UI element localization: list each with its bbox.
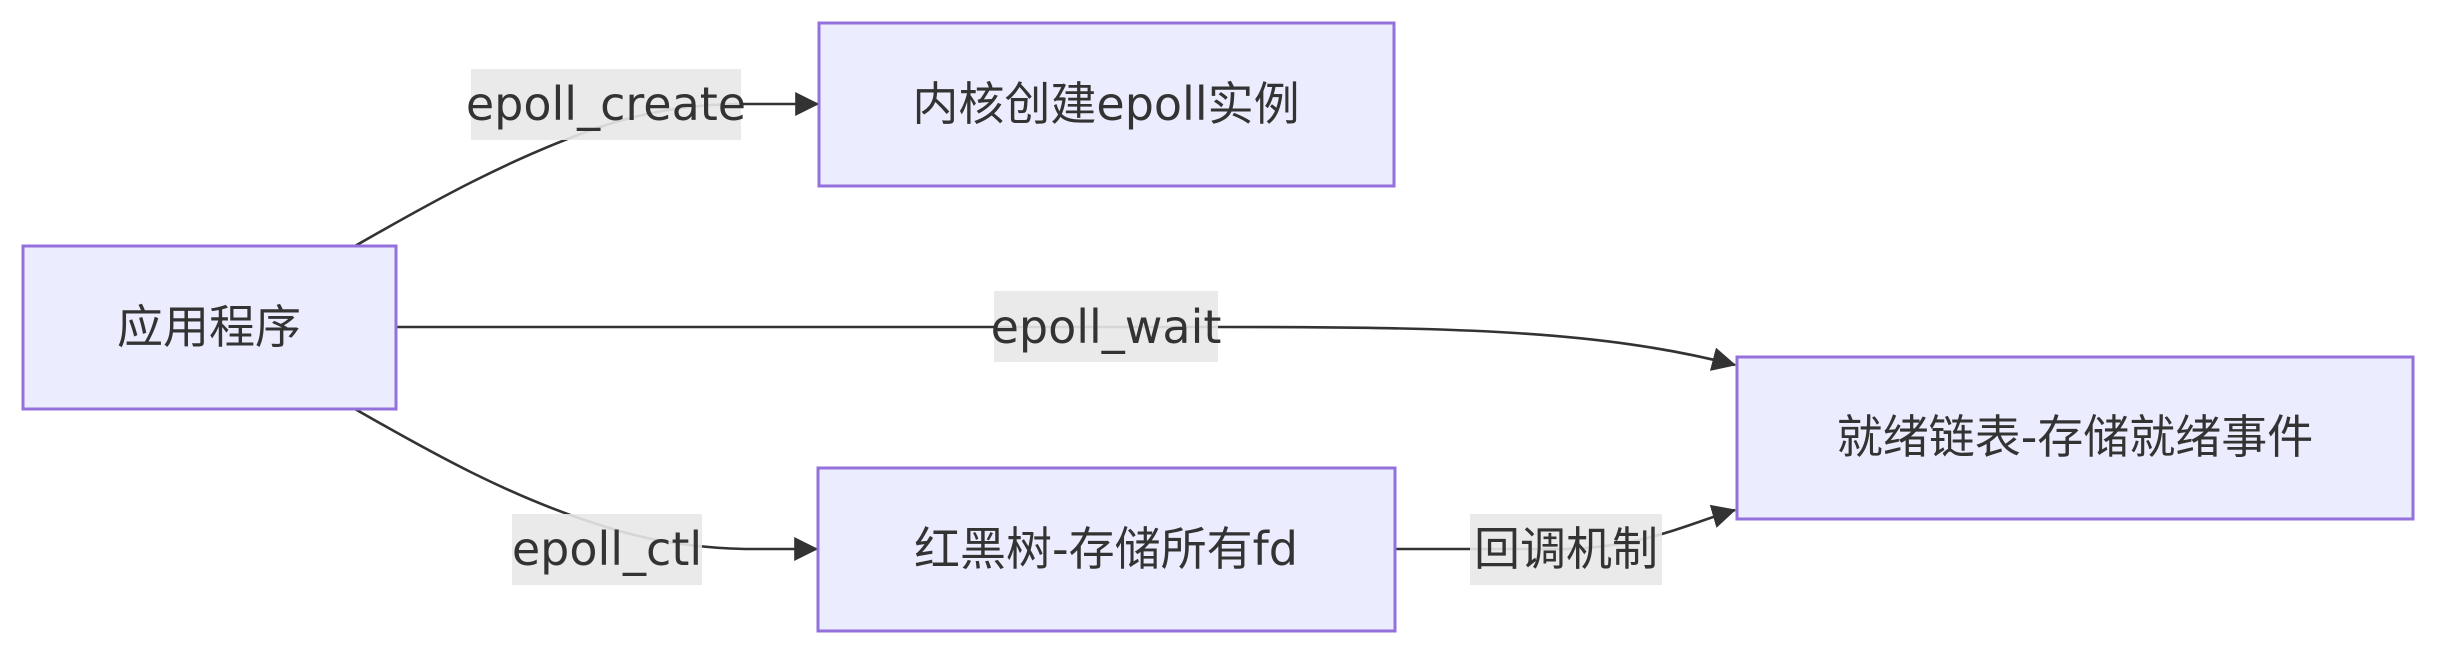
edge-label-callback: 回调机制 (1470, 514, 1662, 585)
node-app: 应用程序 (21, 244, 398, 411)
edge-label-epoll-wait-text: epoll_wait (991, 300, 1222, 354)
node-app-label: 应用程序 (117, 300, 301, 354)
node-kernel-epoll-instance: 内核创建epoll实例 (817, 21, 1396, 188)
node-rbtree: 红黑树-存储所有fd (816, 466, 1397, 633)
node-ready-list: 就绪链表-存储就绪事件 (1735, 355, 2415, 521)
edge-label-epoll-create: epoll_create (466, 69, 746, 140)
edge-label-epoll-create-text: epoll_create (466, 77, 746, 131)
edge-label-epoll-ctl-text: epoll_ctl (512, 522, 702, 576)
node-ready-list-label: 就绪链表-存储就绪事件 (1837, 410, 2314, 464)
edge-label-epoll-wait: epoll_wait (991, 291, 1222, 362)
node-kernel-epoll-instance-label: 内核创建epoll实例 (912, 77, 1299, 131)
edge-label-callback-text: 回调机制 (1474, 522, 1658, 576)
edge-epoll-wait (397, 325, 1737, 371)
edge-label-epoll-ctl: epoll_ctl (512, 514, 702, 585)
node-rbtree-label: 红黑树-存储所有fd (914, 522, 1298, 576)
